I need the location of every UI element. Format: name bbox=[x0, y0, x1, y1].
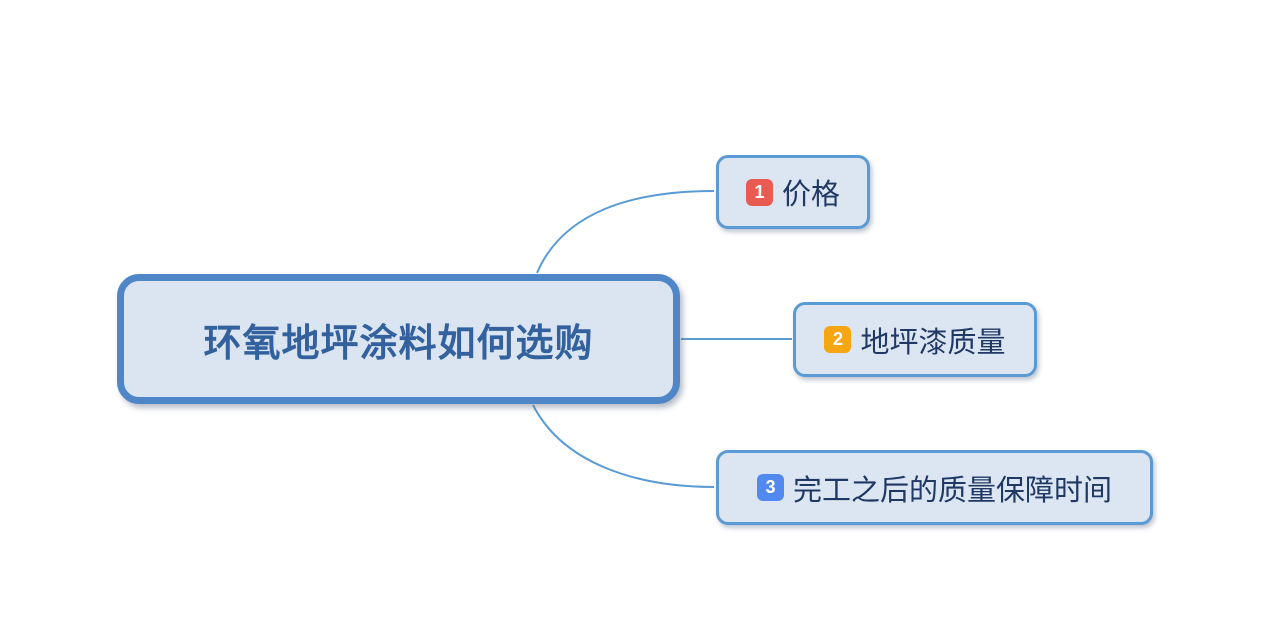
branch-node-price[interactable]: 1 价格 bbox=[716, 155, 870, 229]
connector-root-to-branch-3 bbox=[532, 404, 715, 488]
priority-badge-2: 2 bbox=[824, 326, 852, 353]
priority-badge-1: 1 bbox=[745, 178, 773, 206]
priority-badge-3: 3 bbox=[756, 474, 784, 501]
branch-node-warranty-time[interactable]: 3 完工之后的质量保障时间 bbox=[716, 450, 1153, 525]
connector-root-to-branch-1 bbox=[536, 190, 715, 274]
root-node[interactable]: 环氧地坪涂料如何选购 bbox=[117, 274, 680, 404]
branch-label-warranty-time: 完工之后的质量保障时间 bbox=[792, 474, 1112, 507]
branch-node-paint-quality[interactable]: 2 地坪漆质量 bbox=[793, 302, 1037, 377]
root-node-label: 环氧地坪涂料如何选购 bbox=[203, 322, 594, 365]
branch-label-price: 价格 bbox=[781, 179, 840, 211]
branch-label-paint-quality: 地坪漆质量 bbox=[860, 326, 1006, 359]
